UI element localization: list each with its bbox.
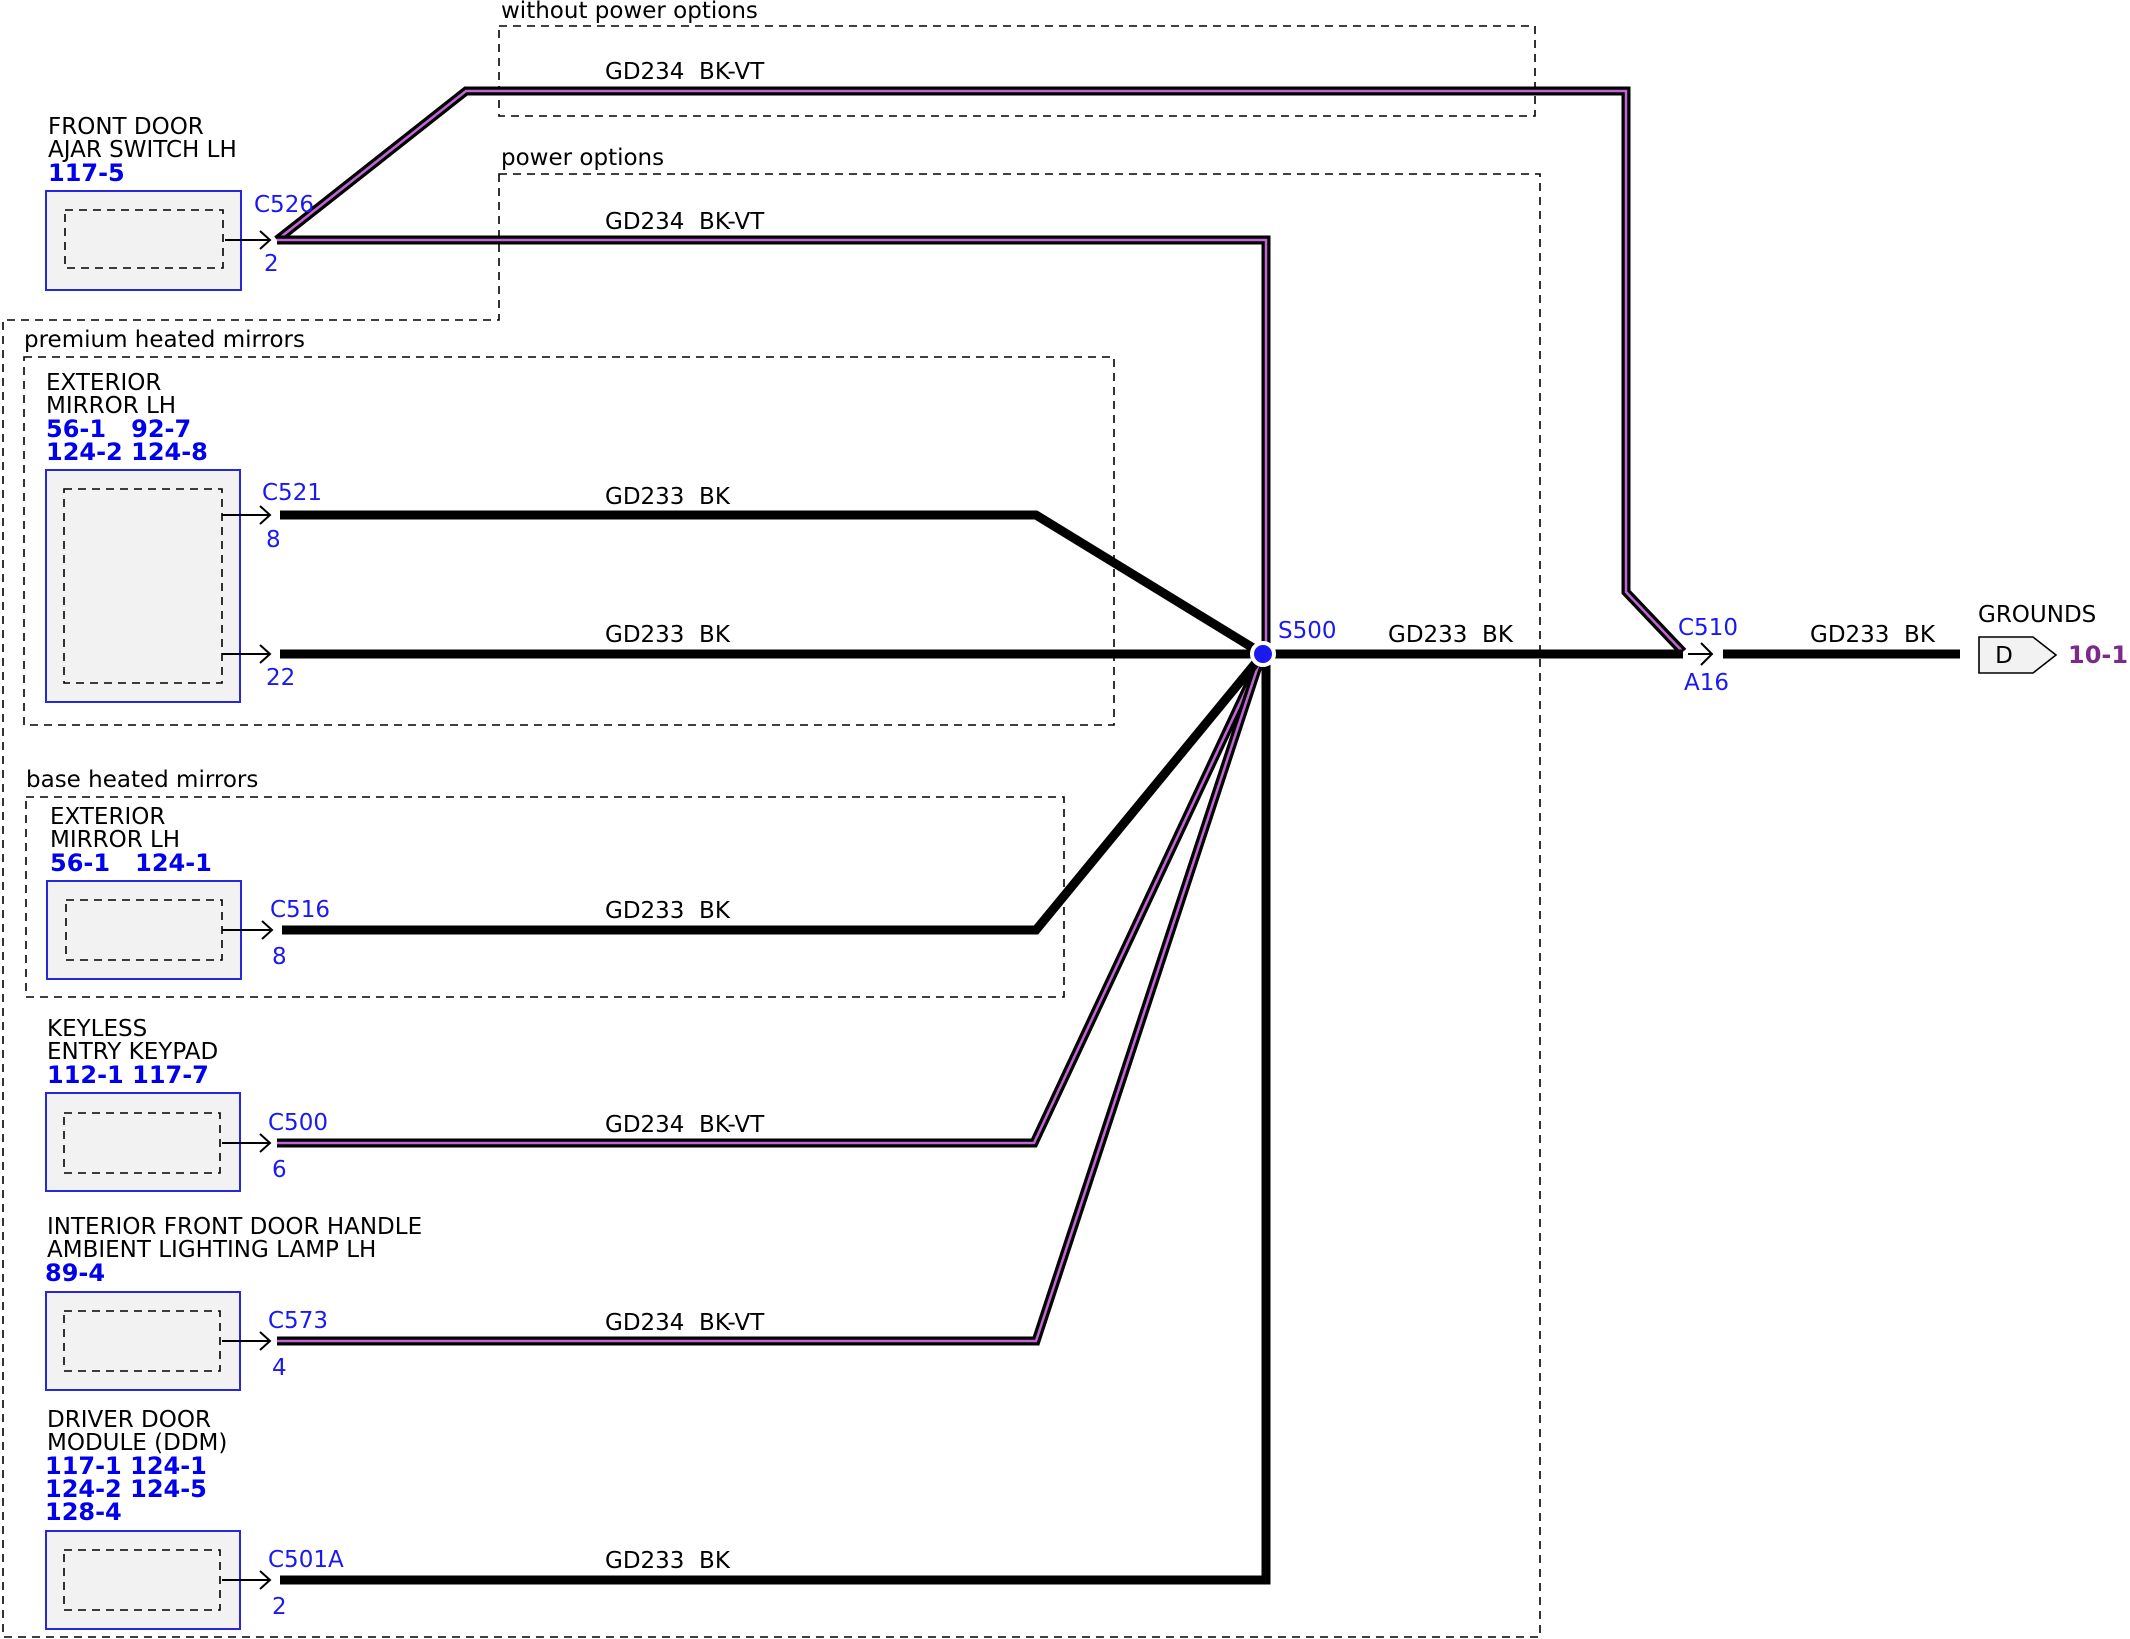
component-box xyxy=(46,880,242,980)
component-ref[interactable]: 56-1 124-1 xyxy=(50,849,212,877)
component-box-inner xyxy=(63,1310,221,1372)
component-ref[interactable]: 117-1 124-1 xyxy=(45,1452,207,1480)
wire-label-c510-ground: GD233 BK xyxy=(1810,622,1936,648)
connector-pin-arrow xyxy=(222,1570,272,1590)
component-ref[interactable]: 124-2 124-5 xyxy=(45,1475,207,1503)
region-without-power-options xyxy=(498,25,1536,117)
component-name-line2: MIRROR LH xyxy=(50,827,180,853)
label-base-heated-mirrors: base heated mirrors xyxy=(26,767,258,793)
component-keyless-entry-keypad[interactable]: KEYLESS ENTRY KEYPAD 112-1 117-7 C500 6 xyxy=(45,1016,328,1192)
component-name-line2: MODULE (DDM) xyxy=(47,1430,227,1456)
wire-label-c500: GD234 BK-VT xyxy=(605,1112,765,1138)
wire-label-top-without: GD234 BK-VT xyxy=(605,59,765,85)
component-box xyxy=(45,190,242,291)
component-name-line2: MIRROR LH xyxy=(46,393,176,419)
connector-pin: 8 xyxy=(272,944,287,970)
wire-label-splice-c510: GD233 BK xyxy=(1388,622,1514,648)
connector-label: C526 xyxy=(254,192,314,218)
wire-gd234-c500 xyxy=(277,652,1268,1148)
wire-gd234-c573 xyxy=(277,652,1267,1346)
connector-pin: 6 xyxy=(272,1157,287,1183)
connector-pin: 2 xyxy=(264,251,279,277)
connector-c510-symbol[interactable] xyxy=(1688,642,1714,666)
component-box-inner xyxy=(63,1549,221,1611)
component-name-line2: AMBIENT LIGHTING LAMP LH xyxy=(47,1237,376,1263)
connector-label: C521 xyxy=(262,480,322,506)
connector-pin: 22 xyxy=(266,665,295,691)
connector-label: C500 xyxy=(268,1110,328,1136)
component-box xyxy=(45,1530,241,1630)
connector-pin-arrow xyxy=(222,644,272,664)
ground-page-ref[interactable]: 10-11 xyxy=(2068,641,2130,669)
component-box xyxy=(45,469,241,703)
connector-pin-arrow xyxy=(222,920,274,940)
wire-label-c521-pin8: GD233 BK xyxy=(605,484,731,510)
component-ref[interactable]: 112-1 117-7 xyxy=(47,1061,209,1089)
connector-pin: 4 xyxy=(272,1355,287,1381)
label-premium-heated-mirrors: premium heated mirrors xyxy=(24,327,305,353)
ground-letter: D xyxy=(1995,643,2013,669)
splice-s500-label: S500 xyxy=(1278,618,1337,644)
component-ref[interactable]: 128-4 xyxy=(45,1498,122,1526)
wire-label-c516: GD233 BK xyxy=(605,898,731,924)
region-power-options xyxy=(2,173,1541,1638)
component-exterior-mirror-premium[interactable]: EXTERIOR MIRROR LH 56-1 92-7 124-2 124-8… xyxy=(45,370,322,703)
wire-gd234-power xyxy=(277,235,1271,654)
wire-gd233-c516 xyxy=(282,651,1267,935)
component-name-line1: DRIVER DOOR xyxy=(47,1407,211,1433)
component-ref[interactable]: 117-5 xyxy=(48,159,125,187)
component-box xyxy=(45,1291,241,1391)
component-name-line2: ENTRY KEYPAD xyxy=(47,1039,218,1065)
component-name-line1: FRONT DOOR xyxy=(48,114,204,140)
label-without-power-options: without power options xyxy=(501,0,758,24)
component-name-line1: EXTERIOR xyxy=(46,370,161,396)
component-name-line1: EXTERIOR xyxy=(50,804,165,830)
component-ref[interactable]: 56-1 92-7 xyxy=(46,415,191,443)
wire-label-c573: GD234 BK-VT xyxy=(605,1310,765,1336)
connector-label: C516 xyxy=(270,897,330,923)
connector-pin-arrow xyxy=(225,230,272,250)
component-driver-door-module[interactable]: DRIVER DOOR MODULE (DDM) 117-1 124-1 124… xyxy=(45,1407,344,1630)
component-front-door-ajar-switch[interactable]: FRONT DOOR AJAR SWITCH LH 117-5 C526 2 xyxy=(45,114,314,291)
wire-gd233-c501a xyxy=(280,654,1271,1585)
wire-label-c501a: GD233 BK xyxy=(605,1548,731,1574)
component-box xyxy=(45,1092,241,1192)
component-exterior-mirror-base[interactable]: EXTERIOR MIRROR LH 56-1 124-1 C516 8 xyxy=(46,804,330,980)
component-ref[interactable]: 124-2 124-8 xyxy=(46,438,208,466)
connector-c510-label: C510 xyxy=(1678,615,1738,641)
connector-pin: 2 xyxy=(272,1594,287,1620)
wire-label-top-power: GD234 BK-VT xyxy=(605,209,765,235)
connector-pin-arrow xyxy=(222,1331,272,1351)
connector-label: C573 xyxy=(268,1308,328,1334)
component-name-line1: INTERIOR FRONT DOOR HANDLE xyxy=(47,1214,422,1240)
wire-gd234-without-power xyxy=(274,86,1687,656)
component-box-inner xyxy=(63,488,223,684)
connector-pin-arrow xyxy=(222,505,272,525)
splice-s500-dot[interactable] xyxy=(1250,641,1276,667)
region-premium-heated-mirrors xyxy=(23,356,1115,726)
connector-pin: 8 xyxy=(266,527,281,553)
connector-pin-arrow xyxy=(222,1133,272,1153)
wire-gd233-c521-pin8 xyxy=(280,510,1266,658)
label-power-options: power options xyxy=(501,145,664,171)
component-name-line1: KEYLESS xyxy=(47,1016,147,1042)
component-name-line2: AJAR SWITCH LH xyxy=(48,137,237,163)
component-box-inner xyxy=(63,1112,221,1174)
wire-label-c521-pin22: GD233 BK xyxy=(605,622,731,648)
ground-title: GROUNDS xyxy=(1978,602,2096,628)
ground-symbol[interactable] xyxy=(1978,636,2058,674)
connector-label: C501A xyxy=(268,1547,344,1573)
component-box-inner xyxy=(64,209,224,269)
component-ref[interactable]: 89-4 xyxy=(45,1259,105,1287)
component-interior-handle-lamp[interactable]: INTERIOR FRONT DOOR HANDLE AMBIENT LIGHT… xyxy=(45,1214,422,1391)
connector-c510-pin: A16 xyxy=(1684,670,1729,696)
